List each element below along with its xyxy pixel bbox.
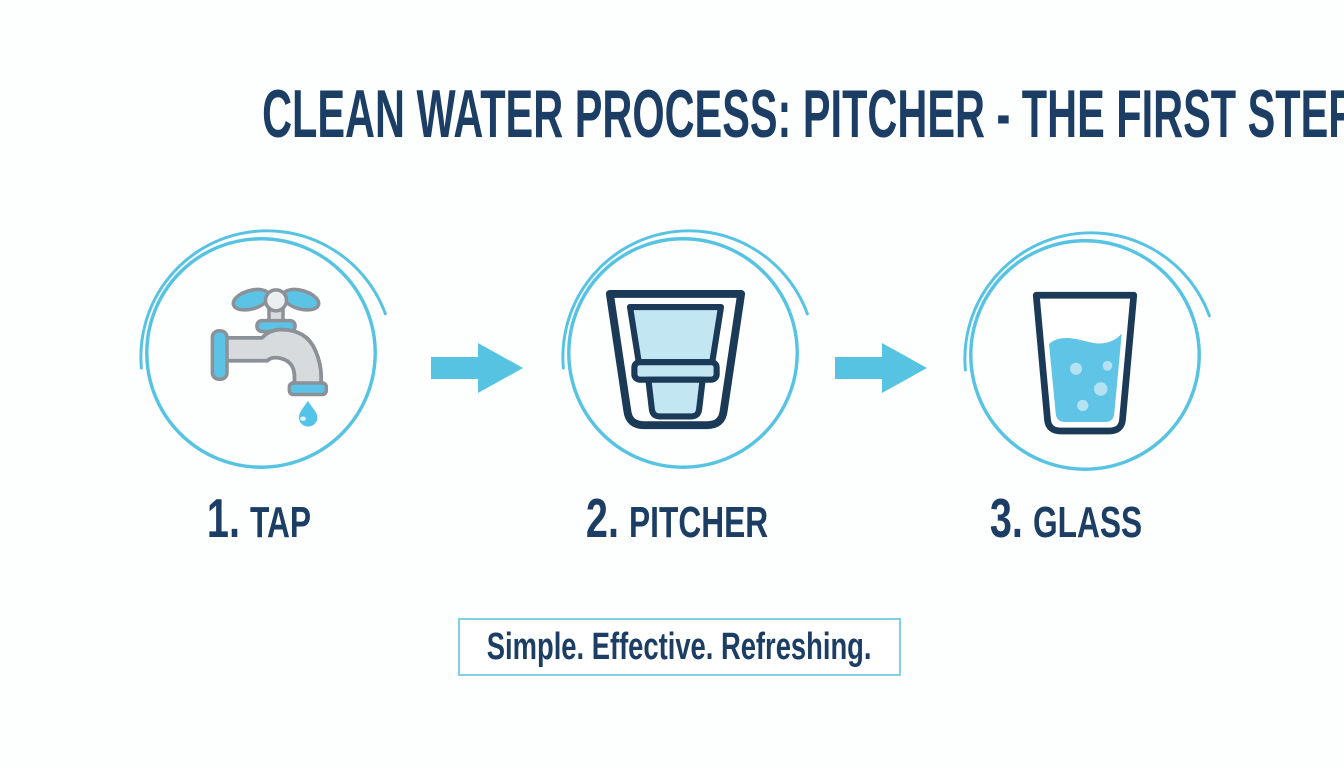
step-label-tap: 1. TAP <box>144 491 374 546</box>
step-label-pitcher: 2. PITCHER <box>562 491 792 546</box>
glass-icon <box>1032 291 1138 435</box>
step-number: 2. <box>585 487 619 549</box>
faucet-icon <box>210 287 329 427</box>
step-circle-tap <box>133 225 389 481</box>
water-drop-icon <box>298 400 318 427</box>
arrow-right-icon <box>835 343 927 393</box>
tagline-box: Simple. Effective. Refreshing. <box>458 618 901 676</box>
page-title: CLEAN WATER PROCESS: PITCHER - THE FIRST… <box>262 76 1344 152</box>
step-name: GLASS <box>1032 498 1143 547</box>
step-number: 3. <box>989 487 1023 549</box>
step-name: PITCHER <box>629 498 769 547</box>
circle-ring <box>139 229 387 469</box>
circle-ring <box>561 229 809 469</box>
step-name: TAP <box>250 498 312 547</box>
step-label-glass: 3. GLASS <box>951 491 1181 546</box>
arrow-right-icon <box>431 343 523 393</box>
tagline-text: Simple. Effective. Refreshing. <box>487 626 872 668</box>
step-number: 1. <box>206 487 240 549</box>
step-circle-glass <box>957 227 1213 483</box>
circle-ring <box>963 231 1211 471</box>
step-circle-pitcher <box>555 225 811 481</box>
pitcher-icon <box>605 289 746 430</box>
